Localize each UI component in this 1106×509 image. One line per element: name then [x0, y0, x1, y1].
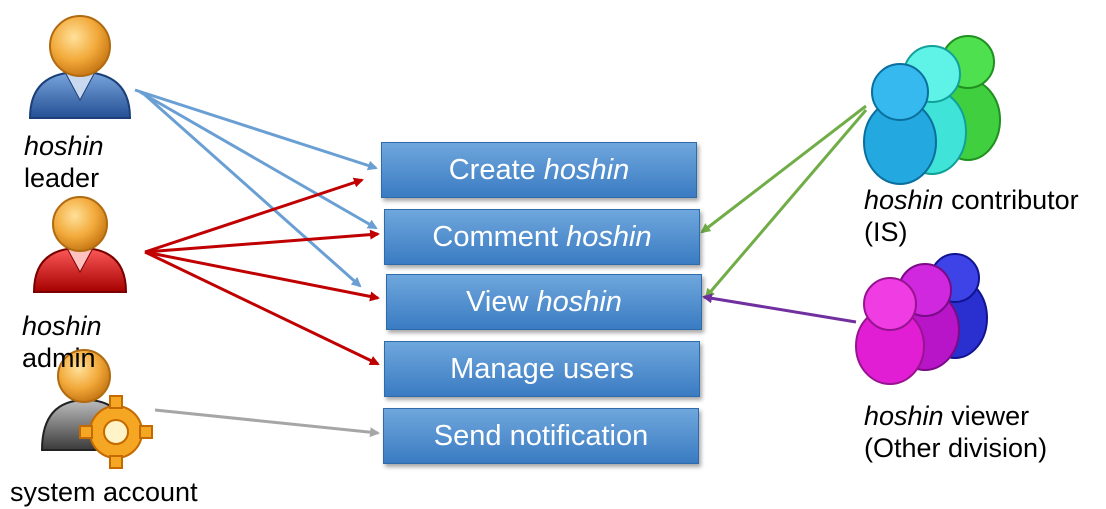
use-case-view-italic: hoshin: [536, 285, 622, 318]
arrow-admin-comment: [144, 229, 380, 254]
arrow-system-notify: [154, 408, 380, 438]
leader-actor-icon: [28, 15, 132, 119]
viewer-group-icon: [855, 253, 988, 385]
viewer-label-italic: hoshin: [864, 401, 944, 431]
use-case-comment-text: Comment: [432, 220, 559, 253]
use-case-notify: Send notification: [383, 408, 699, 464]
viewer-label-dept: (Other division): [864, 433, 1048, 463]
use-case-notify-text: Send notification: [433, 419, 649, 452]
leader-label-italic: hoshin: [24, 131, 104, 161]
arrow-viewer-view: [702, 293, 857, 324]
contributor-label: hoshin contributor (IS): [864, 184, 1079, 248]
use-case-manage: Manage users: [384, 341, 700, 397]
admin-arrows: [144, 177, 380, 366]
arrow-contributor-comment: [700, 104, 867, 234]
viewer-label-role: viewer: [951, 401, 1030, 431]
use-case-create-text: Create: [448, 153, 536, 186]
arrow-admin-view: [144, 250, 380, 302]
admin-label: hoshin admin: [22, 310, 102, 374]
viewer-label: hoshin viewer (Other division): [864, 400, 1047, 464]
arrow-leader-create: [134, 88, 378, 171]
arrow-admin-create: [144, 177, 364, 254]
arrow-contributor-view: [704, 109, 868, 299]
use-case-create-italic: hoshin: [543, 153, 630, 186]
contributor-label-role: contributor: [951, 185, 1079, 215]
system-label: system account: [10, 476, 198, 508]
use-case-comment-italic: hoshin: [566, 220, 652, 253]
contributor-group-icon: [863, 35, 1001, 185]
arrow-leader-view: [144, 93, 362, 288]
arrow-leader-comment: [139, 90, 378, 230]
admin-actor-icon: [32, 196, 128, 293]
contributor-label-italic: hoshin: [864, 185, 944, 215]
leader-arrows: [134, 88, 378, 288]
system-label-text: system account: [10, 477, 198, 507]
use-case-view-text: View: [466, 285, 529, 318]
admin-label-role: admin: [22, 343, 96, 373]
leader-label-role: leader: [24, 163, 100, 193]
gear-icon: [79, 395, 153, 469]
admin-label-italic: hoshin: [22, 311, 102, 341]
use-case-manage-text: Manage users: [450, 352, 634, 385]
leader-label: hoshin leader: [24, 130, 104, 194]
system-account-icon: [40, 349, 153, 469]
contributor-label-dept: (IS): [864, 217, 908, 247]
arrow-admin-manage: [144, 250, 380, 366]
contributor-arrows: [700, 104, 868, 299]
